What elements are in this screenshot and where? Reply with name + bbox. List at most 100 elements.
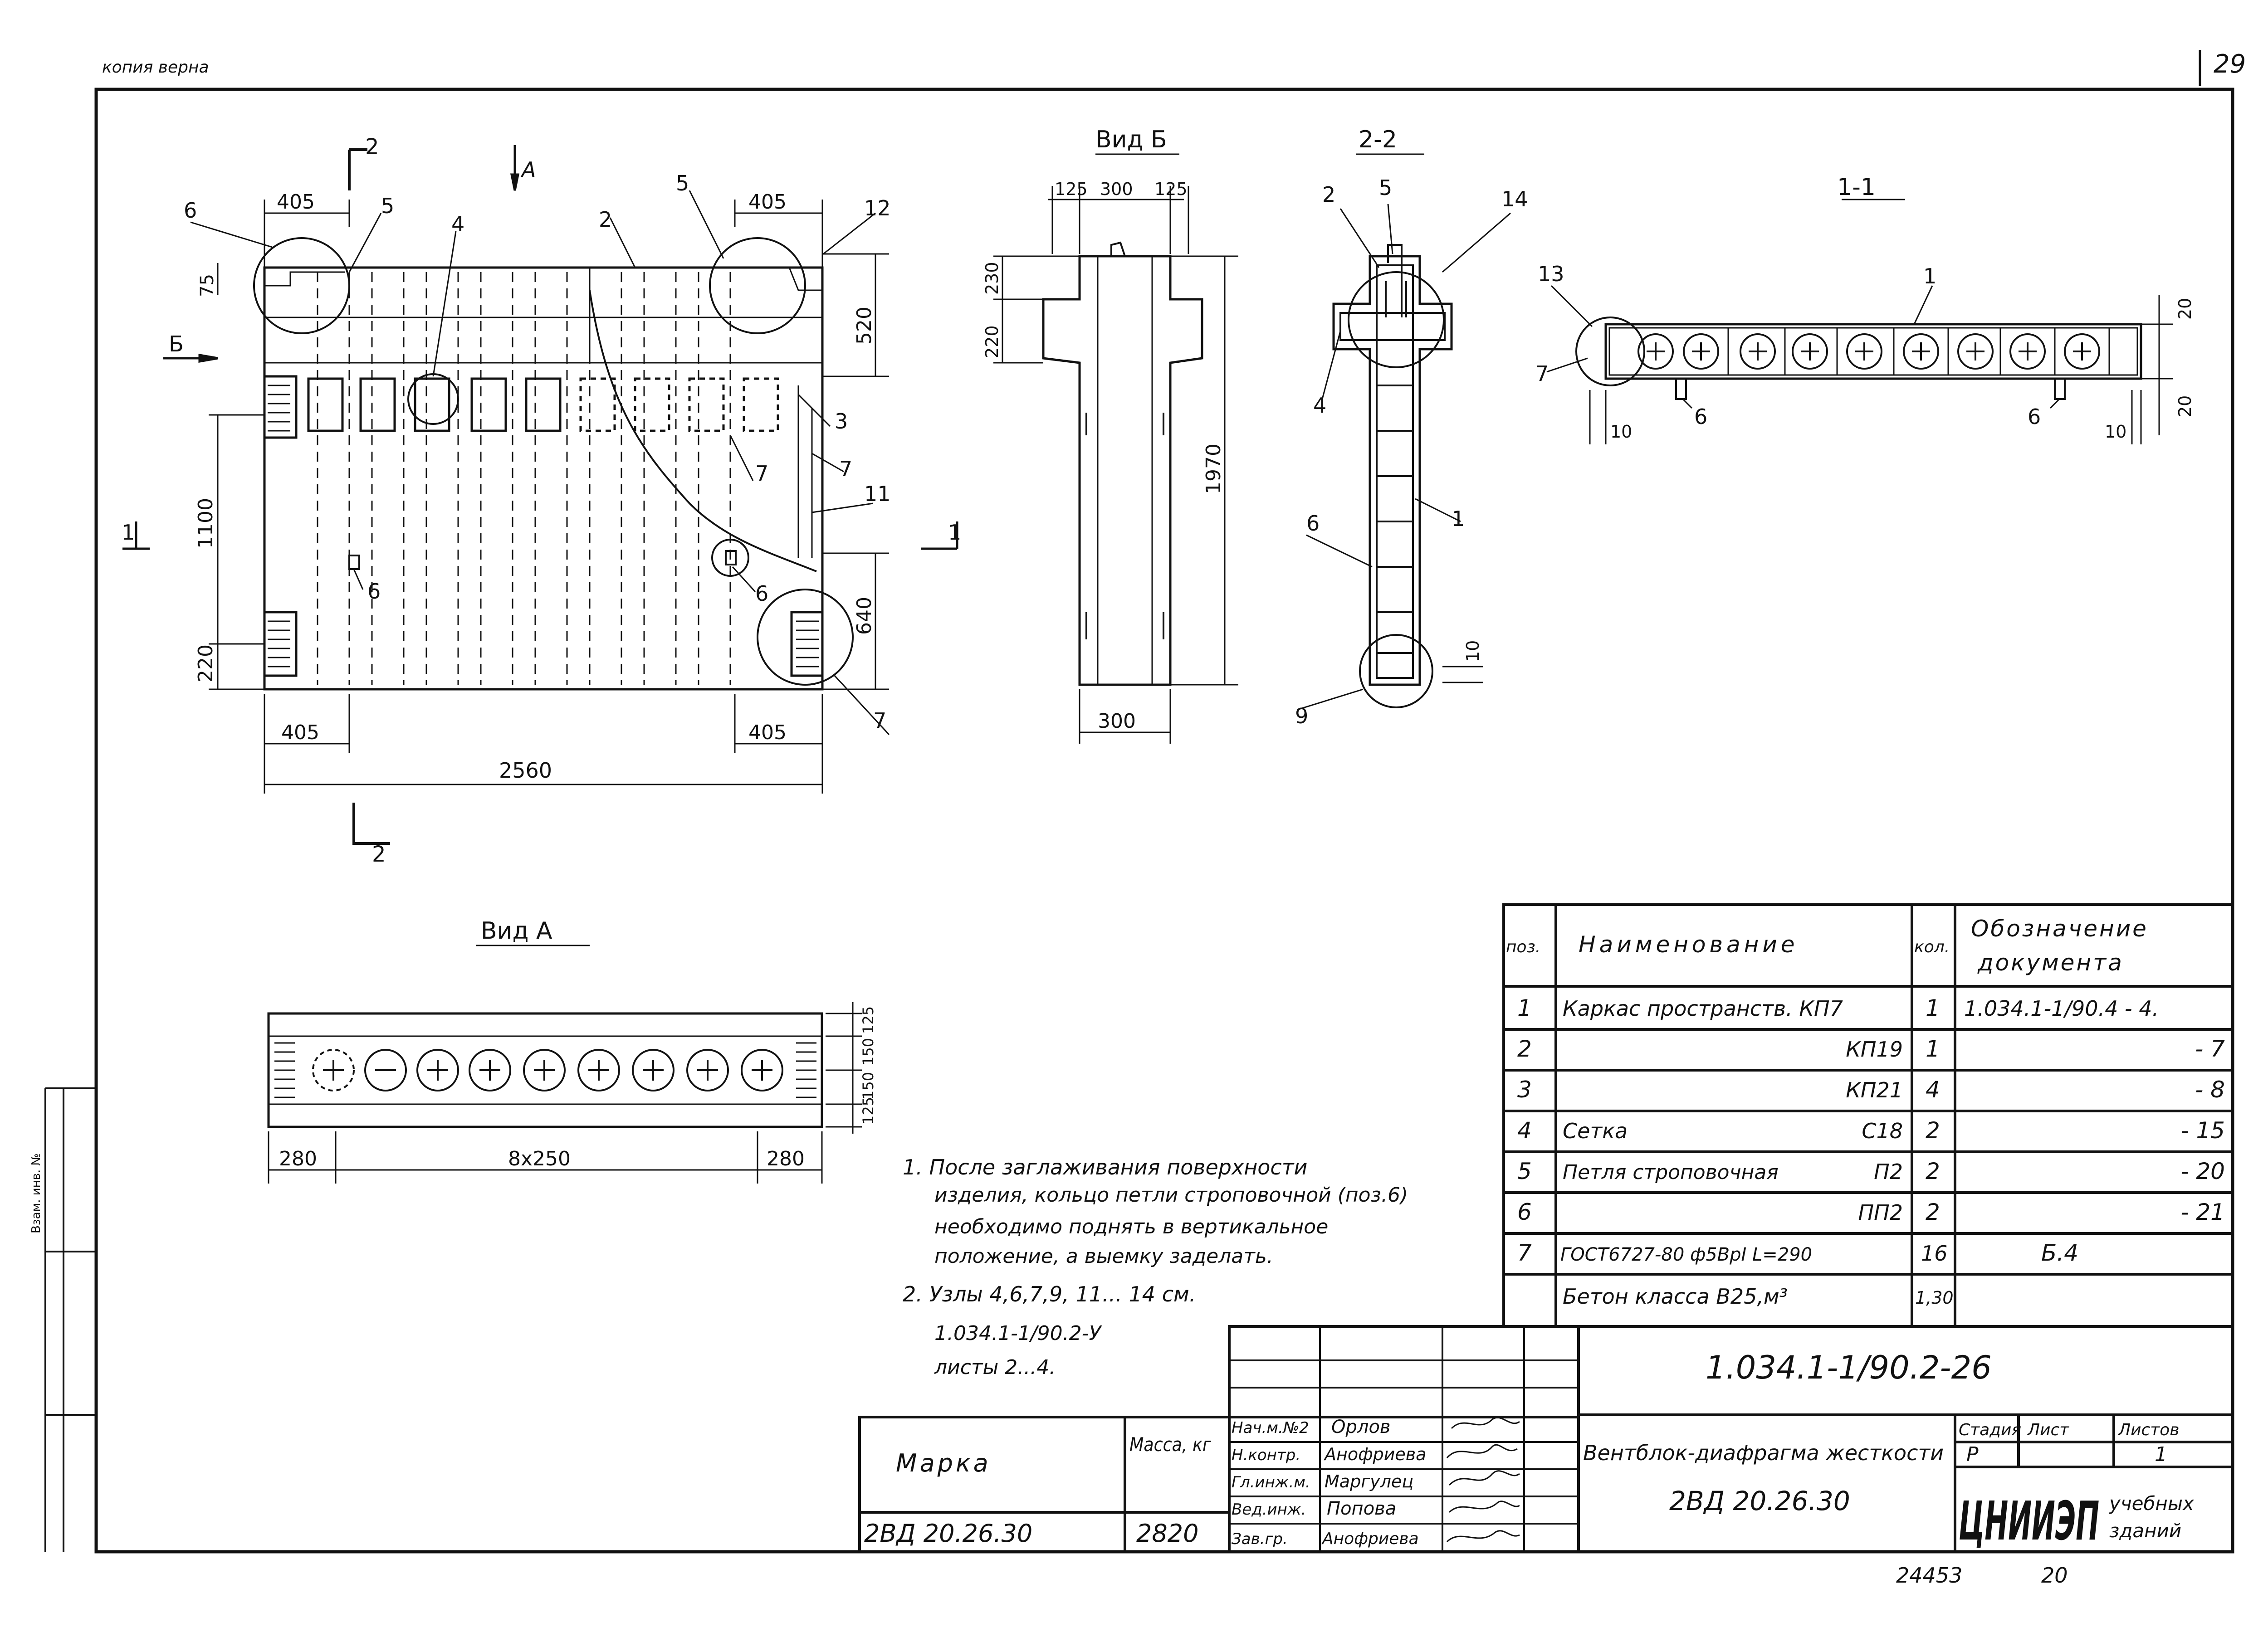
dim-405-top-left: 405 [277, 190, 315, 214]
callout-14-sec22: 14 [1501, 187, 1528, 211]
arrow-a-label: А [520, 157, 536, 182]
spec-row-2-doc: - 7 [2195, 1036, 2225, 1062]
spec-row-3-doc: - 8 [2195, 1077, 2225, 1103]
spec-table-text: поз. Наименование кол. Обозначение докум… [1506, 916, 2225, 1309]
dim-75: 75 [197, 274, 218, 297]
spec-row: 1 Каркас пространств. КП7 1 1.034.1-1/90… [1517, 995, 2159, 1021]
dim-20b-sec11: 20 [2175, 395, 2195, 417]
sheets-value: 1 [2155, 1443, 2167, 1466]
spec-row-1-pos: 1 [1517, 995, 1532, 1021]
dim-230-view-b: 230 [982, 262, 1002, 295]
copy-stamp: копия верна [102, 58, 209, 77]
note-line-2: изделия, кольцо петли строповочной (поз.… [934, 1184, 1408, 1207]
spec-row-7-name: ГОСТ6727-80 ф5ВрI L=290 [1560, 1244, 1812, 1265]
dim-8x250: 8x250 [508, 1147, 571, 1170]
format-number: 20 [2041, 1563, 2068, 1588]
callout-2-front: 2 [599, 207, 612, 232]
org-sub-1: учебных [2108, 1492, 2195, 1515]
spec-row-2-name: КП19 [1846, 1037, 1903, 1062]
dim-300b-view-b: 300 [1098, 710, 1136, 733]
spec-row: 3 КП21 4 - 8 [1517, 1077, 2225, 1103]
sheet-header: Лист [2027, 1421, 2069, 1439]
signature-role-4: Вед.инж. [1232, 1501, 1306, 1519]
spec-row-6-doc: - 21 [2180, 1199, 2225, 1225]
side-stamp-text: Взам. инв. № [29, 1153, 43, 1233]
signature-row: Вед.инж. Попова [1232, 1498, 1396, 1519]
dim-1970-view-b: 1970 [1202, 443, 1225, 494]
view-a-labels: Вид А 280 8x250 280 125 150 150 125 [279, 917, 877, 1170]
signature-name-5: Анофриева [1321, 1530, 1419, 1548]
section-1-1-outline [1604, 323, 2142, 380]
product-name: Вентблок-диафрагма жесткости [1583, 1441, 1944, 1465]
spec-row-1-qty: 1 [1926, 995, 1940, 1021]
note-line-3: необходимо поднять в вертикальное [934, 1215, 1328, 1238]
spec-row-2-pos: 2 [1517, 1036, 1532, 1062]
spec-row-7-pos: 7 [1517, 1240, 1532, 1266]
note-line-6: 1.034.1-1/90.2-У [934, 1322, 1102, 1345]
signature-role-2: Н.контр. [1232, 1446, 1300, 1464]
dim-10b-sec11: 10 [2105, 422, 2126, 442]
dim-125a-view-b: 125 [1055, 179, 1088, 199]
handwritten-signatures [1446, 1417, 1520, 1543]
callout-11-front: 11 [864, 482, 891, 506]
arrow-b-label: Б [169, 331, 184, 357]
spec-row: 2 КП19 1 - 7 [1517, 1036, 2225, 1062]
note-line-5: 2. Узлы 4,6,7,9, 11... 14 см. [903, 1282, 1196, 1306]
section-2-2-labels: 2-2 2 5 14 4 1 6 9 10 [1295, 126, 1528, 728]
spec-row-3-name: КП21 [1846, 1078, 1903, 1102]
spec-row-8-qty: 1,30 [1915, 1288, 1954, 1308]
dim-1100: 1100 [194, 498, 217, 549]
spec-row-3-qty: 4 [1926, 1077, 1940, 1103]
section-2-2-outline [1332, 255, 1453, 686]
stage-value: Р [1966, 1443, 1979, 1466]
signature-role-3: Гл.инж.м. [1232, 1473, 1310, 1491]
front-view-outline [263, 266, 824, 691]
spec-row-4-doc: - 15 [2180, 1117, 2225, 1144]
dim-2560: 2560 [499, 758, 552, 783]
dim-220-view-b: 220 [982, 325, 1002, 358]
sheets-header: Листов [2117, 1421, 2179, 1439]
dim-125b-view-a: 125 [860, 1097, 877, 1125]
section-2-mark-bottom: 2 [372, 842, 386, 867]
spec-row-8-name: Бетон класса В25,м³ [1563, 1284, 1788, 1309]
callout-13-sec11: 13 [1538, 262, 1564, 286]
view-b-labels: Вид Б 125 300 125 230 220 1970 300 [982, 126, 1225, 733]
front-view [122, 145, 958, 845]
product-mark: 2ВД 20.26.30 [1669, 1486, 1850, 1516]
callout-9-sec22: 9 [1295, 704, 1308, 728]
spec-row-3-pos: 3 [1517, 1077, 1532, 1103]
detail-circle-7 [757, 589, 854, 686]
spec-row: Бетон класса В25,м³ 1,30 [1563, 1284, 1954, 1309]
callout-6-front: 6 [184, 198, 197, 223]
spec-row-5-name-right: П2 [1874, 1160, 1903, 1184]
note-line-1: 1. После заглаживания поверхности [903, 1155, 1307, 1179]
callout-7-sec11: 7 [1535, 361, 1549, 386]
callout-5b-front: 5 [676, 171, 689, 195]
signature-role-5: Зав.гр. [1232, 1530, 1288, 1548]
dim-150b-view-a: 150 [860, 1072, 877, 1100]
spec-header-doc-1: Обозначение [1971, 916, 2148, 942]
callout-12-front: 12 [864, 196, 891, 220]
spec-row-7-qty: 16 [1921, 1241, 1948, 1266]
callout-6-sec22: 6 [1306, 511, 1320, 536]
dim-405-top-right: 405 [748, 190, 787, 214]
section-2-mark-top: 2 [365, 134, 379, 160]
callout-6b-sec11: 6 [2028, 404, 2041, 429]
callout-1-sec22: 1 [1452, 507, 1465, 531]
signature-row: Нач.м.№2 Орлов [1232, 1417, 1391, 1437]
section-1-mark-left: 1 [122, 520, 135, 545]
signature-row: Н.контр. Анофриева [1232, 1444, 1426, 1464]
marking-mass: 2820 [1136, 1519, 1198, 1548]
org-logo: ЦНИИЭП [1959, 1490, 2099, 1552]
openings-row [263, 375, 824, 677]
notes: 1. После заглаживания поверхности издели… [903, 1155, 1408, 1379]
signature-name-2: Анофриева [1323, 1444, 1426, 1464]
spec-row-4-name: Сетка [1563, 1119, 1628, 1143]
section-2-2-title: 2-2 [1359, 126, 1397, 153]
callout-1-sec11: 1 [1923, 264, 1936, 288]
dim-280-left: 280 [279, 1147, 317, 1170]
spec-header-doc-2: документа [1977, 950, 2124, 976]
marking-header-mark: Марка [896, 1449, 991, 1477]
spec-row-6-pos: 6 [1517, 1199, 1532, 1225]
